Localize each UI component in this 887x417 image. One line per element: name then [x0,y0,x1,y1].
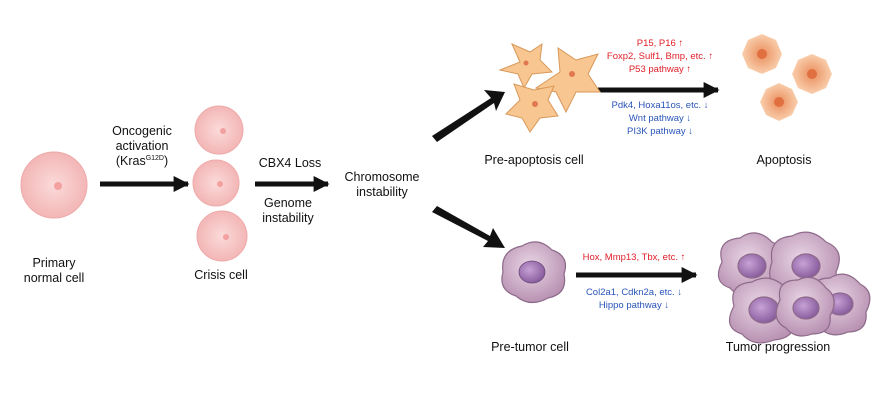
down-arrow-icon: ↓ [677,287,683,298]
up-arrow-icon: ↑ [686,64,692,75]
apop-up-3: P53 pathway ↑ [628,64,692,75]
tumor-progression-label: Tumor progression [725,340,831,354]
tumor-cluster [717,231,871,344]
oncogenic-activation-label: Oncogenic activation (KrasG12D) [92,124,192,169]
oncogenic-line2: activation [115,139,169,153]
tumor-down-2: Hippo pathway ↓ [598,300,670,311]
pre-tumor-cell [501,241,567,304]
apoptosis-label: Apoptosis [756,153,812,167]
pre-apoptosis-cell-label: Pre-apoptosis cell [484,153,584,167]
cbx4-loss-label: CBX4 Loss [258,156,322,170]
down-arrow-icon: ↓ [664,300,670,311]
kras-mutation: G12D [145,154,164,162]
apop-down-1: Pdk4, Hoxa11os, etc. ↓ [611,100,709,111]
arrow-to-tumor-branch [432,206,505,248]
primary-normal-cell-label: Primary normal cell [14,256,94,286]
apop-up-1: P15, P16 ↑ [636,38,684,49]
pre-tumor-cell-label: Pre-tumor cell [491,340,569,354]
down-arrow-icon: ↓ [688,126,693,137]
chromosome-line1: Chromosome [344,170,420,184]
chromosome-line2: instability [356,185,408,199]
genome-line2: instability [262,211,314,225]
apop-down-2: Wnt pathway ↓ [628,113,692,124]
up-arrow-icon: ↑ [678,38,684,49]
pre-apoptosis-cells [498,42,601,133]
oncogenic-line1: Oncogenic [112,124,172,138]
down-arrow-icon: ↓ [703,100,709,111]
up-arrow-icon: ↑ [680,252,686,263]
tumor-down-1: Col2a1, Cdkn2a, etc. ↓ [585,287,683,298]
chromosome-instability-label: Chromosome instability [334,170,430,200]
apoptosis-cells [742,34,832,121]
primary-label-line2: normal cell [23,271,85,285]
up-arrow-icon: ↑ [708,51,714,62]
primary-normal-cell [20,151,88,219]
kras-label: (KrasG12D) [115,154,169,168]
crisis-cell-label: Crisis cell [194,268,248,282]
tumor-up-1: Hox, Mmp13, Tbx, etc. ↑ [582,252,686,263]
apop-up-2: Foxp2, Sulf1, Bmp, etc. ↑ [606,51,714,62]
genome-line1: Genome [264,196,312,210]
primary-label-line1: Primary [32,256,76,270]
down-arrow-icon: ↓ [686,113,692,124]
genome-instability-label: Genome instability [248,196,328,226]
arrow-to-apoptosis-branch [432,90,505,142]
apop-down-3: PI3K pathway ↓ [626,126,693,137]
crisis-cells [192,105,248,262]
